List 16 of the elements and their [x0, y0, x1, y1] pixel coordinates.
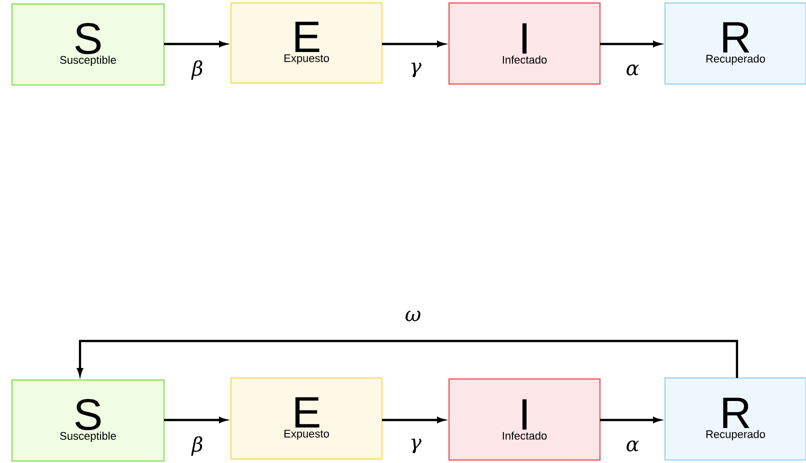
compartment-box: R Recuperado: [664, 377, 806, 461]
compartment-box: I Infectado: [448, 378, 601, 461]
compartment-box: E Expuesto: [230, 2, 383, 84]
compartment-box: E Expuesto: [230, 377, 383, 460]
compartment-box: I Infectado: [448, 2, 601, 85]
edge-label: β: [191, 60, 202, 80]
edge-label: ω: [406, 310, 420, 322]
arrow: [77, 340, 738, 378]
edge-label: γ: [411, 438, 422, 454]
edge-label: α: [626, 440, 639, 452]
edge-label: α: [626, 64, 639, 76]
edge-label: β: [191, 436, 202, 456]
edge-label: γ: [411, 62, 422, 78]
compartment-box: S Susceptible: [11, 3, 165, 86]
compartment-box: S Susceptible: [11, 379, 165, 462]
compartment-box: R Recuperado: [664, 2, 806, 85]
